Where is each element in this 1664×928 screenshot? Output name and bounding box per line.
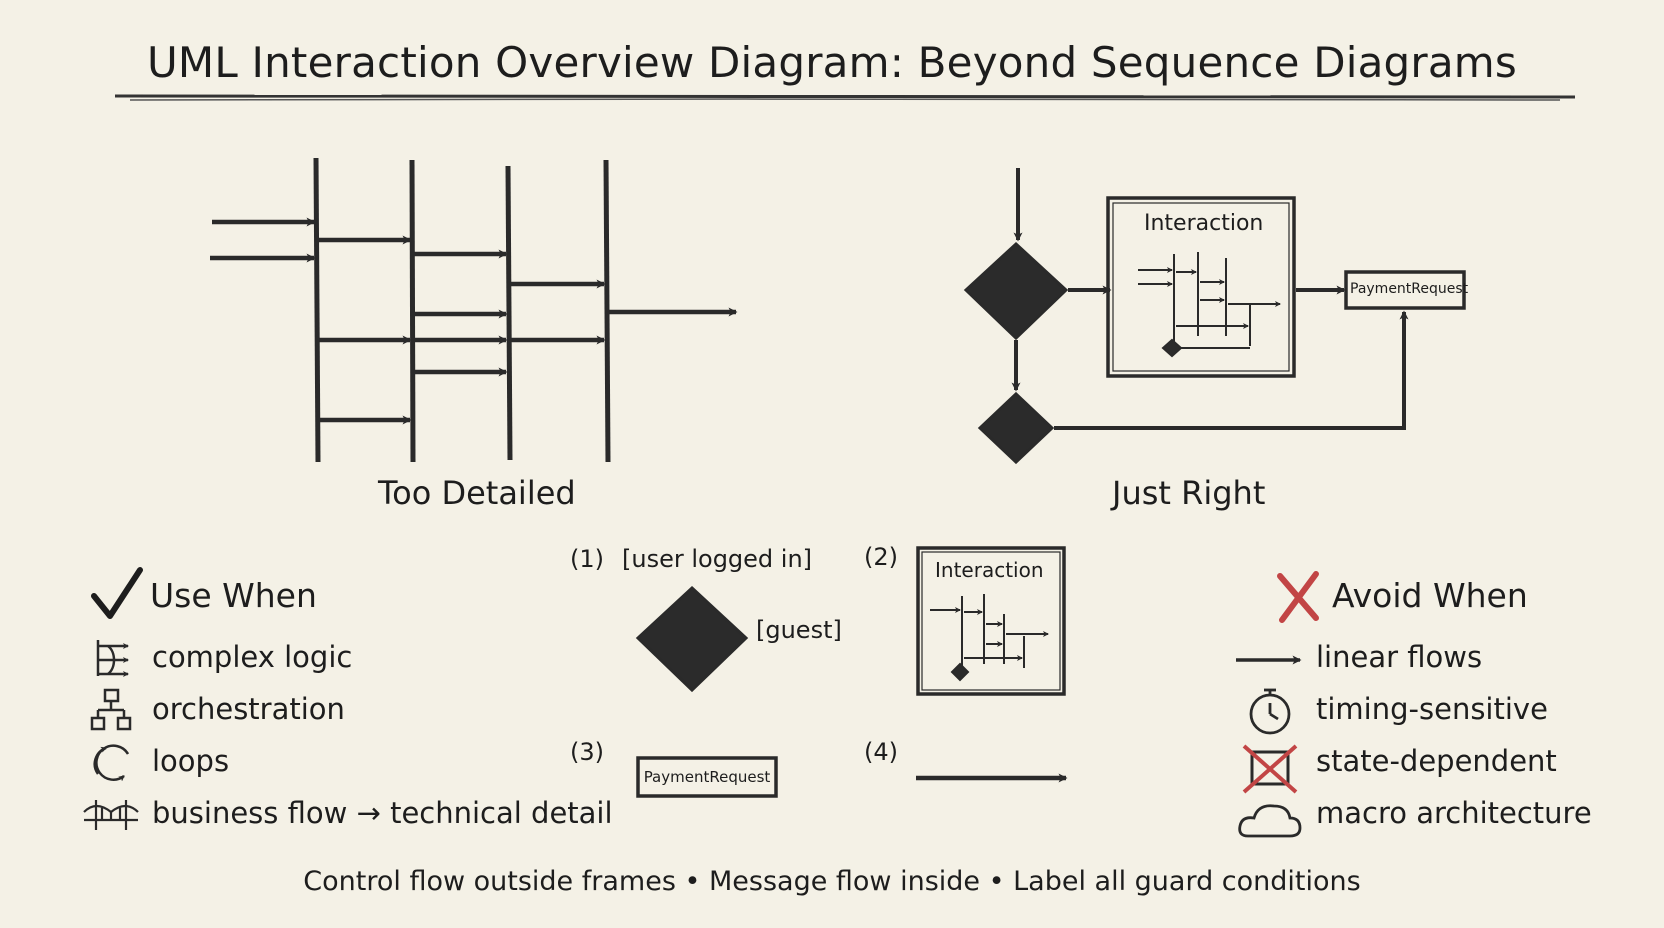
decision-node-top bbox=[963, 241, 1069, 341]
just-right-caption: Just Right bbox=[1112, 474, 1266, 512]
legend-ref-label: PaymentRequest bbox=[643, 768, 771, 786]
page-title: UML Interaction Overview Diagram: Beyond… bbox=[146, 38, 1518, 87]
legend-ref-box bbox=[636, 756, 778, 798]
loop-icon bbox=[93, 744, 130, 782]
footer-note: Control flow outside frames • Message fl… bbox=[303, 866, 1361, 897]
crossed-state-icon bbox=[1242, 744, 1298, 794]
too-detailed-diagram bbox=[210, 157, 738, 463]
interaction-frame-label: Interaction bbox=[1144, 211, 1264, 236]
legend-frame-label: Interaction bbox=[935, 558, 1044, 582]
guard-condition-label: [user logged in] bbox=[622, 545, 813, 573]
use-when-item: orchestration bbox=[152, 692, 345, 726]
guard-condition-label: [guest] bbox=[756, 616, 842, 644]
x-mark-icon bbox=[1277, 571, 1319, 623]
use-when-item: business flow → technical detail bbox=[152, 796, 613, 830]
use-when-item: complex logic bbox=[152, 640, 353, 674]
bridge-icon bbox=[83, 800, 139, 830]
payment-request-ref bbox=[1344, 270, 1466, 310]
interaction-frame-sketch bbox=[1138, 252, 1281, 358]
legend-number: (1) bbox=[570, 545, 604, 573]
use-when-item: loops bbox=[152, 744, 230, 778]
too-detailed-caption: Too Detailed bbox=[378, 474, 576, 512]
interaction-frame bbox=[1106, 196, 1296, 378]
branch-icon bbox=[96, 640, 129, 677]
legend-number: (3) bbox=[570, 738, 604, 766]
avoid-when-item: timing-sensitive bbox=[1316, 692, 1548, 726]
avoid-when-item: macro architecture bbox=[1316, 796, 1592, 830]
legend-number: (4) bbox=[864, 738, 898, 766]
decision-node-bottom bbox=[977, 391, 1055, 465]
legend-decision-node bbox=[635, 585, 749, 693]
just-right-diagram bbox=[963, 168, 1466, 465]
avoid-when-item: state-dependent bbox=[1316, 744, 1557, 778]
check-icon bbox=[91, 567, 143, 619]
avoid-when-heading: Avoid When bbox=[1332, 576, 1528, 615]
use-when-heading: Use When bbox=[150, 576, 317, 615]
stopwatch-icon bbox=[1249, 688, 1291, 735]
title-underline bbox=[114, 93, 1576, 99]
payment-request-label: PaymentRequest bbox=[1350, 281, 1469, 297]
avoid-when-item: linear flows bbox=[1316, 640, 1483, 674]
legend-number: (2) bbox=[864, 543, 898, 571]
lifelines bbox=[313, 157, 611, 463]
legend-interaction-frame bbox=[916, 546, 1066, 696]
messages bbox=[210, 217, 738, 425]
hierarchy-icon bbox=[90, 688, 132, 731]
cloud-icon bbox=[1238, 804, 1302, 838]
